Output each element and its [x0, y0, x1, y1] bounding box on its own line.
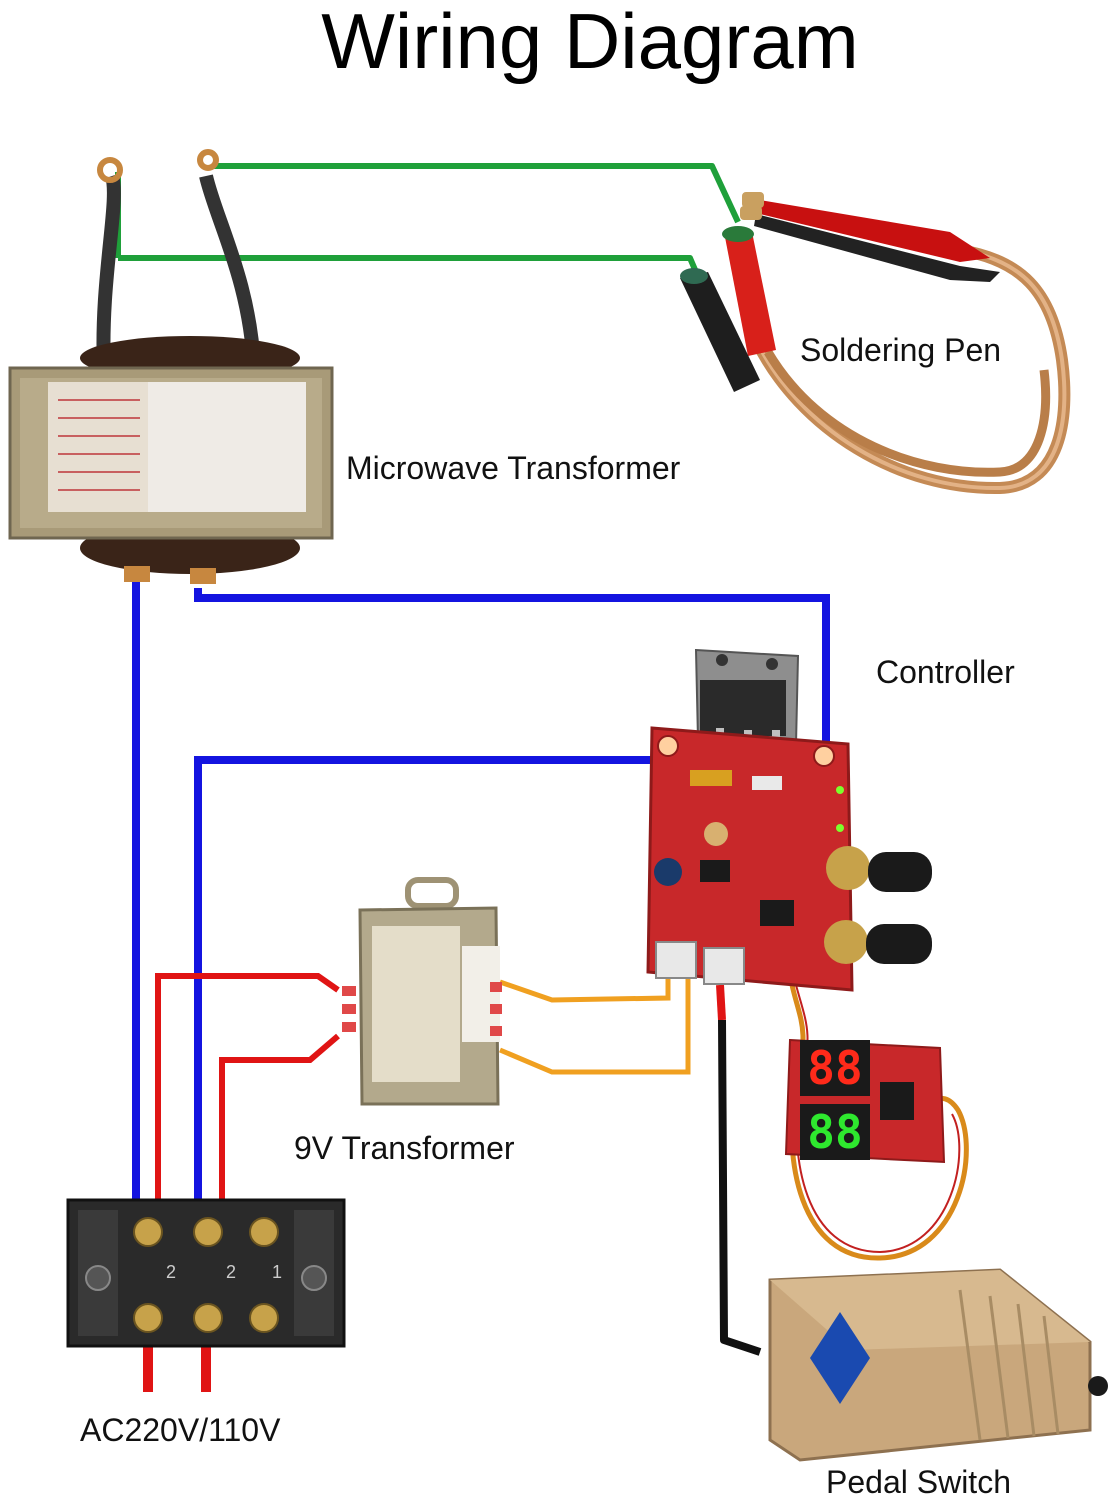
mains-wire-9v-a [155, 973, 340, 1228]
label-pedal-switch: Pedal Switch [826, 1464, 1011, 1500]
terminal-screw-1a [133, 1217, 163, 1247]
pedal-switch [768, 1268, 1108, 1462]
ring-lug-left [97, 157, 123, 183]
controller-board [646, 648, 932, 992]
terminal-block [66, 1198, 346, 1348]
terminal-screw-2a [193, 1217, 223, 1247]
controller-knob-top [826, 846, 870, 890]
low-voltage-wires [499, 968, 691, 1075]
mains-wire-9v-b [219, 1033, 340, 1228]
lv-wire-bottom [499, 968, 691, 1075]
pedal-wire [716, 984, 762, 1356]
mains-wires [143, 973, 340, 1392]
lv-wire-top [499, 968, 671, 1003]
diagram-title: Wiring Diagram [321, 0, 859, 85]
display-readout-top: 88 [807, 1041, 863, 1095]
terminal-screw-1b [133, 1303, 163, 1333]
ring-lug-right [197, 149, 219, 171]
pedal-logo [810, 1312, 870, 1404]
transformer-nameplate [48, 382, 156, 512]
label-soldering-pen: Soldering Pen [800, 332, 1002, 368]
primary-wire-controller [194, 588, 830, 750]
terminal-number-1: 2 [166, 1262, 177, 1282]
pen-wire-bottom [118, 255, 699, 274]
pen-wire-top [214, 163, 741, 224]
soldering-pen [680, 192, 1071, 495]
microwave-transformer [8, 149, 334, 584]
controller-knob-bottom [824, 920, 868, 964]
label-microwave-transformer: Microwave Transformer [346, 450, 681, 486]
terminal-screw-3b [249, 1303, 279, 1333]
primary-wire-terminal [194, 756, 668, 1228]
terminal-number-2: 2 [226, 1262, 237, 1282]
primary-wires [132, 578, 830, 1228]
terminal-screw-2b [193, 1303, 223, 1333]
pen-red-connector [722, 226, 754, 242]
label-9v-transformer: 9V Transformer [294, 1130, 515, 1166]
terminal-screw-3a [249, 1217, 279, 1247]
display-module [784, 1038, 946, 1164]
label-controller: Controller [876, 654, 1015, 690]
label-power-input: AC220V/110V [80, 1412, 281, 1448]
terminal-number-3: 1 [272, 1262, 283, 1282]
pen-black-connector [680, 268, 708, 284]
transformer-9v [342, 877, 502, 1106]
display-readout-bottom: 88 [807, 1105, 863, 1159]
